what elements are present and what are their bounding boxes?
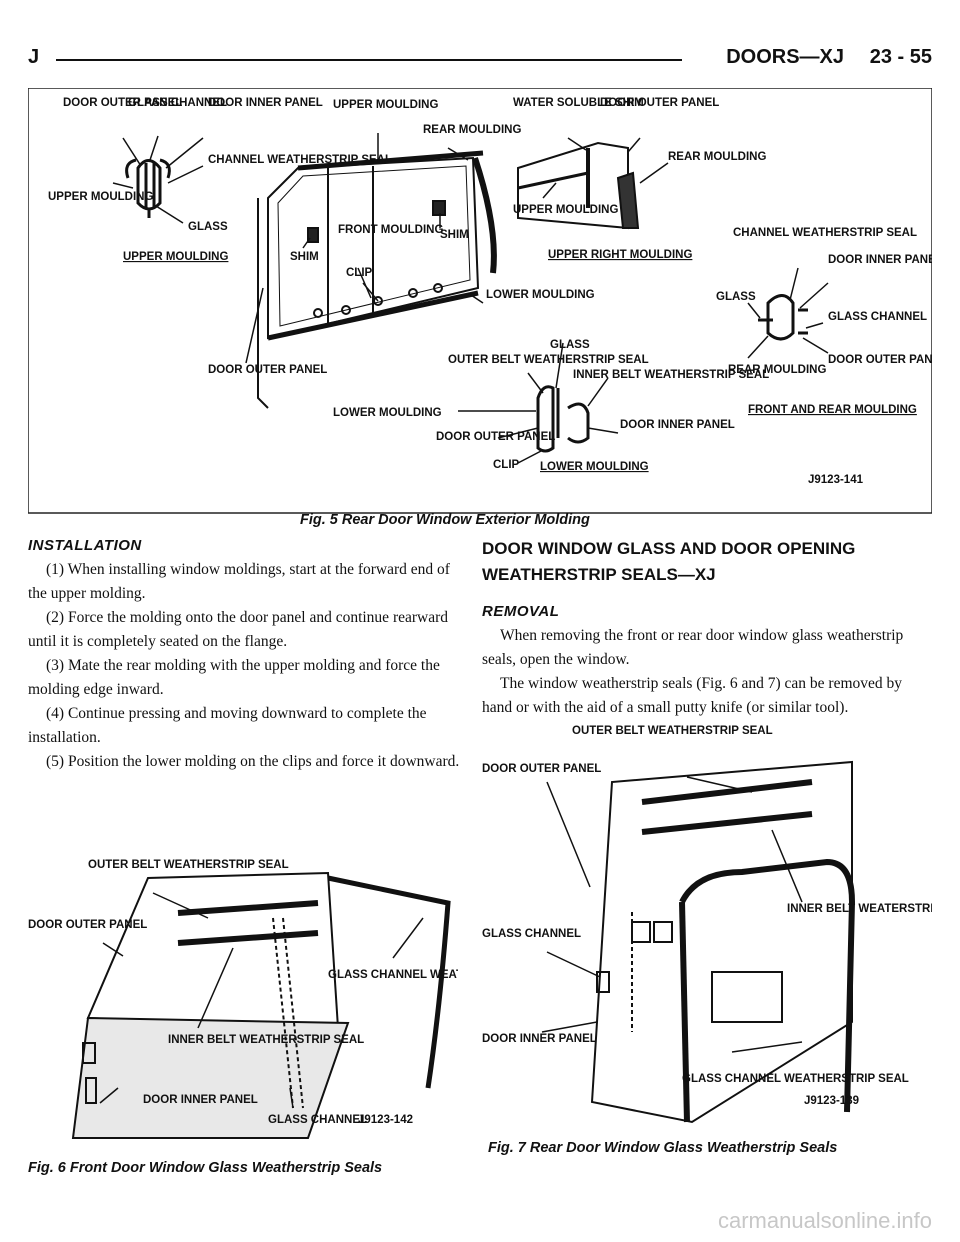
- label-rear-moulding-3: REAR MOULDING: [728, 364, 826, 376]
- label-clip: CLIP: [346, 267, 373, 279]
- fig6-label-door-outer-panel: DOOR OUTER PANEL: [28, 919, 147, 931]
- fig7-label-glass-channel-weatherstrip-seal: GLASS CHANNEL WEATHERSTRIP SEAL: [682, 1073, 909, 1085]
- door-moulding-drawing: [257, 150, 497, 409]
- title-upper-right-moulding: UPPER RIGHT MOULDING: [548, 249, 692, 261]
- label-upper-moulding-center: UPPER MOULDING: [333, 99, 438, 111]
- fig6-label-door-inner-panel: DOOR INNER PANEL: [143, 1094, 258, 1106]
- label-glass-channel: GLASS CHANNEL: [128, 97, 227, 109]
- label-door-inner-panel-3: DOOR INNER PANEL: [620, 419, 735, 431]
- figure-6: OUTER BELT WEATHERSTRIP SEAL DOOR OUTER …: [28, 848, 458, 1163]
- label-rear-moulding-2: REAR MOULDING: [668, 151, 766, 163]
- label-front-moulding: FRONT MOULDING: [338, 224, 443, 236]
- label-door-outer-panel-2: DOOR OUTER PANEL: [208, 364, 327, 376]
- installation-heading: INSTALLATION: [28, 537, 142, 554]
- label-glass-2: GLASS: [716, 291, 756, 303]
- label-shim-2: SHIM: [440, 229, 469, 241]
- removal-paragraph-2: The window weatherstrip seals (Fig. 6 an…: [482, 675, 903, 716]
- upper-moulding-section: [125, 158, 171, 218]
- figure-5-code: J9123-141: [808, 474, 864, 486]
- label-channel-weatherstrip-seal: CHANNEL WEATHERSTRIP SEAL: [208, 154, 392, 166]
- install-step-2: (2) Force the molding onto the door pane…: [28, 609, 449, 650]
- label-clip-2: CLIP: [493, 459, 520, 471]
- label-door-outer-panel-3: DOOR OUTER PANEL: [600, 97, 719, 109]
- title-lower-moulding: LOWER MOULDING: [540, 461, 649, 473]
- fig7-label-outer-belt: OUTER BELT WEATHERSTRIP SEAL: [572, 725, 773, 737]
- label-lower-moulding: LOWER MOULDING: [486, 289, 595, 301]
- watermark: carmanualsonline.info: [717, 1208, 932, 1233]
- fig6-label-outer-belt: OUTER BELT WEATHERSTRIP SEAL: [88, 859, 289, 871]
- install-step-5: (5) Position the lower molding on the cl…: [46, 753, 460, 770]
- page-number: 23 - 55: [869, 46, 932, 68]
- figure-5-drawing: DOOR OUTER PANEL GLASS CHANNEL DOOR INNE…: [28, 88, 932, 514]
- label-rear-moulding: REAR MOULDING: [423, 124, 521, 136]
- label-inner-belt-weatherstrip-seal: INNER BELT WEATHERSTRIP SEAL: [573, 369, 769, 381]
- fig7-label-inner-belt: INNER BELT WEATERSTRIP SEAL: [787, 903, 932, 915]
- figure-7-drawing: OUTER BELT WEATHERSTRIP SEAL DOOR OUTER …: [482, 725, 932, 1124]
- figure-6-code: J9123-142: [358, 1114, 413, 1126]
- header-rule: [56, 59, 682, 61]
- removal-heading: REMOVAL: [482, 603, 560, 620]
- title-front-and-rear-moulding: FRONT AND REAR MOULDING: [748, 404, 917, 416]
- figure-5: DOOR OUTER PANEL GLASS CHANNEL DOOR INNE…: [28, 88, 932, 528]
- fig7-label-door-outer-panel: DOOR OUTER PANEL: [482, 763, 601, 775]
- install-step-3: (3) Mate the rear molding with the upper…: [28, 657, 440, 698]
- fig6-label-glass-channel: GLASS CHANNEL: [268, 1114, 367, 1126]
- label-upper-moulding-2: UPPER MOULDING: [513, 204, 618, 216]
- figure-5-caption: Fig. 5 Rear Door Window Exterior Molding: [300, 512, 590, 528]
- upper-right-moulding-drawing: [517, 141, 640, 230]
- figure-6-drawing: OUTER BELT WEATHERSTRIP SEAL DOOR OUTER …: [28, 859, 458, 1139]
- removal-section: DOOR WINDOW GLASS AND DOOR OPENING WEATH…: [482, 536, 932, 720]
- header-section: DOORS—XJ: [726, 46, 844, 68]
- front-rear-moulding-section: [758, 294, 808, 341]
- label-channel-weatherstrip-seal-2: CHANNEL WEATHERSTRIP SEAL: [733, 227, 917, 239]
- page-header: J DOORS—XJ 23 - 55: [28, 46, 932, 76]
- label-door-outer-panel-5: DOOR OUTER PANEL: [436, 431, 555, 443]
- label-door-outer-panel: DOOR OUTER PANEL: [63, 97, 182, 109]
- header-letter: J: [28, 46, 40, 68]
- figure-7-code: J9123-139: [804, 1095, 859, 1107]
- label-glass: GLASS: [188, 221, 228, 233]
- title-upper-moulding: UPPER MOULDING: [123, 251, 228, 263]
- label-lower-moulding-2: LOWER MOULDING: [333, 407, 442, 419]
- figure-7: OUTER BELT WEATHERSTRIP SEAL DOOR OUTER …: [482, 722, 932, 1142]
- fig7-label-door-inner-panel: DOOR INNER PANEL: [482, 1033, 597, 1045]
- lower-moulding-section: [536, 385, 590, 453]
- installation-section: INSTALLATION (1) When installing window …: [28, 534, 462, 774]
- label-upper-moulding: UPPER MOULDING: [48, 191, 153, 203]
- fig6-label-inner-belt: INNER BELT WEATHERSTRIP SEAL: [168, 1034, 364, 1046]
- label-glass-3: GLASS: [550, 339, 590, 351]
- fig6-label-glass-channel-weatherstrip: GLASS CHANNEL WEATHERSTRIP: [328, 969, 458, 981]
- label-door-outer-panel-4: DOOR OUTER PANEL: [828, 354, 932, 366]
- label-outer-belt-weatherstrip-seal: OUTER BELT WEATHERSTRIP SEAL: [448, 354, 649, 366]
- install-step-4: (4) Continue pressing and moving downwar…: [28, 705, 427, 746]
- label-shim: SHIM: [290, 251, 319, 263]
- label-door-inner-panel: DOOR INNER PANEL: [208, 97, 323, 109]
- removal-paragraph-1: When removing the front or rear door win…: [482, 627, 904, 668]
- install-step-1: (1) When installing window moldings, sta…: [28, 561, 450, 602]
- figure-7-caption: Fig. 7 Rear Door Window Glass Weatherstr…: [488, 1140, 838, 1156]
- label-door-inner-panel-2: DOOR INNER PANEL: [828, 254, 932, 266]
- section-heading: DOOR WINDOW GLASS AND DOOR OPENING WEATH…: [482, 539, 856, 584]
- label-glass-channel-2: GLASS CHANNEL: [828, 311, 927, 323]
- fig7-label-glass-channel: GLASS CHANNEL: [482, 928, 581, 940]
- label-water-soluble-shim: WATER SOLUBLE SHIM: [513, 97, 644, 109]
- figure-6-caption: Fig. 6 Front Door Window Glass Weatherst…: [28, 1160, 383, 1176]
